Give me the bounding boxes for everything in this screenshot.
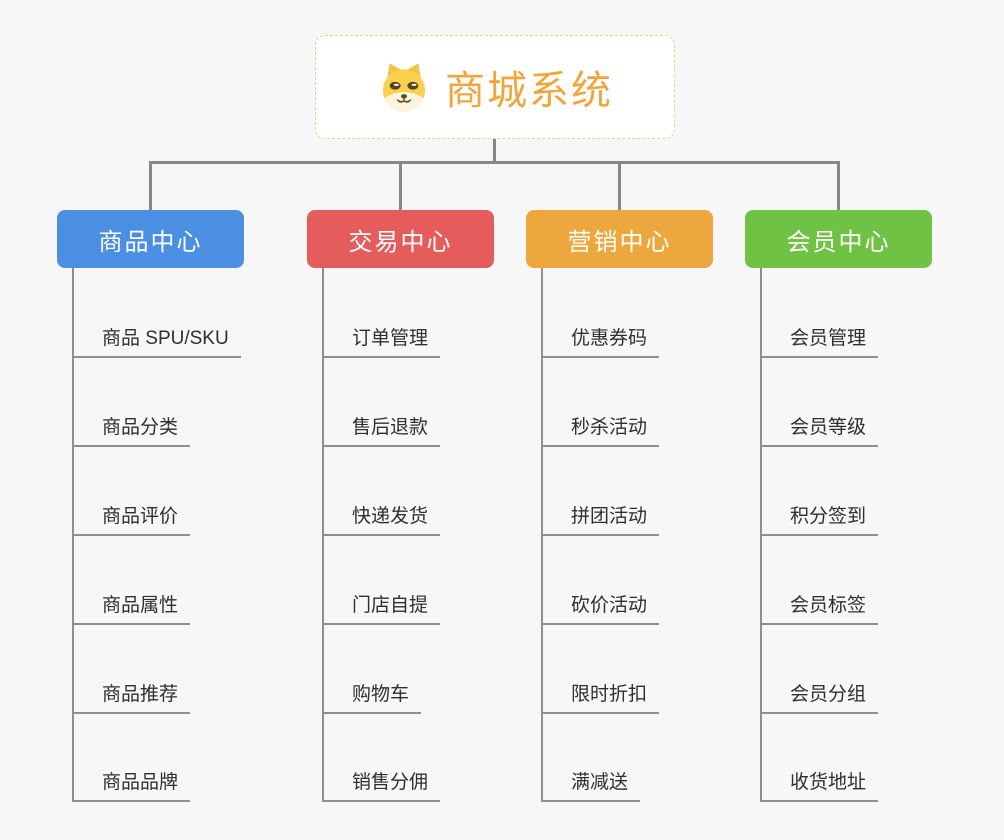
connector-drop-product-center (149, 161, 152, 210)
leaf-item-member-center-4[interactable]: 会员标签 (760, 581, 879, 625)
root-node[interactable]: 商城系统 (315, 35, 675, 139)
leaf-item-member-center-3[interactable]: 积分签到 (760, 492, 879, 536)
doge-icon (377, 60, 431, 114)
leaf-item-marketing-center-6[interactable]: 满减送 (541, 758, 641, 802)
leaf-item-trade-center-6[interactable]: 销售分佣 (322, 758, 441, 802)
leaf-item-trade-center-4[interactable]: 门店自提 (322, 581, 441, 625)
leaf-item-member-center-2[interactable]: 会员等级 (760, 403, 879, 447)
leaf-item-trade-center-2[interactable]: 售后退款 (322, 403, 441, 447)
root-title: 商城系统 (445, 69, 613, 113)
leaf-item-marketing-center-3[interactable]: 拼团活动 (541, 492, 660, 536)
leaf-item-trade-center-3[interactable]: 快递发货 (322, 492, 441, 536)
branch-header-marketing-center[interactable]: 营销中心 (526, 210, 713, 268)
branch-header-product-center[interactable]: 商品中心 (57, 210, 244, 268)
branch-header-member-center[interactable]: 会员中心 (745, 210, 932, 268)
leaf-item-product-center-2[interactable]: 商品分类 (72, 403, 191, 447)
leaf-item-product-center-6[interactable]: 商品品牌 (72, 758, 191, 802)
leaf-item-product-center-3[interactable]: 商品评价 (72, 492, 191, 536)
leaf-item-marketing-center-5[interactable]: 限时折扣 (541, 670, 660, 714)
connector-root-stub (492, 139, 496, 164)
leaf-item-marketing-center-1[interactable]: 优惠券码 (541, 314, 660, 358)
connector-drop-marketing-center (618, 161, 621, 210)
leaf-item-member-center-6[interactable]: 收货地址 (760, 758, 879, 802)
leaf-item-marketing-center-2[interactable]: 秒杀活动 (541, 403, 660, 447)
leaf-item-member-center-5[interactable]: 会员分组 (760, 670, 879, 714)
leaf-item-trade-center-1[interactable]: 订单管理 (322, 314, 441, 358)
leaf-item-trade-center-5[interactable]: 购物车 (322, 670, 422, 714)
leaf-item-product-center-1[interactable]: 商品 SPU/SKU (72, 314, 241, 358)
branch-header-trade-center[interactable]: 交易中心 (307, 210, 494, 268)
leaf-item-product-center-5[interactable]: 商品推荐 (72, 670, 191, 714)
connector-horizontal (149, 161, 840, 164)
connector-drop-trade-center (399, 161, 402, 210)
leaf-item-marketing-center-4[interactable]: 砍价活动 (541, 581, 660, 625)
leaf-item-member-center-1[interactable]: 会员管理 (760, 314, 879, 358)
connector-drop-member-center (837, 161, 840, 210)
leaf-item-product-center-4[interactable]: 商品属性 (72, 581, 191, 625)
